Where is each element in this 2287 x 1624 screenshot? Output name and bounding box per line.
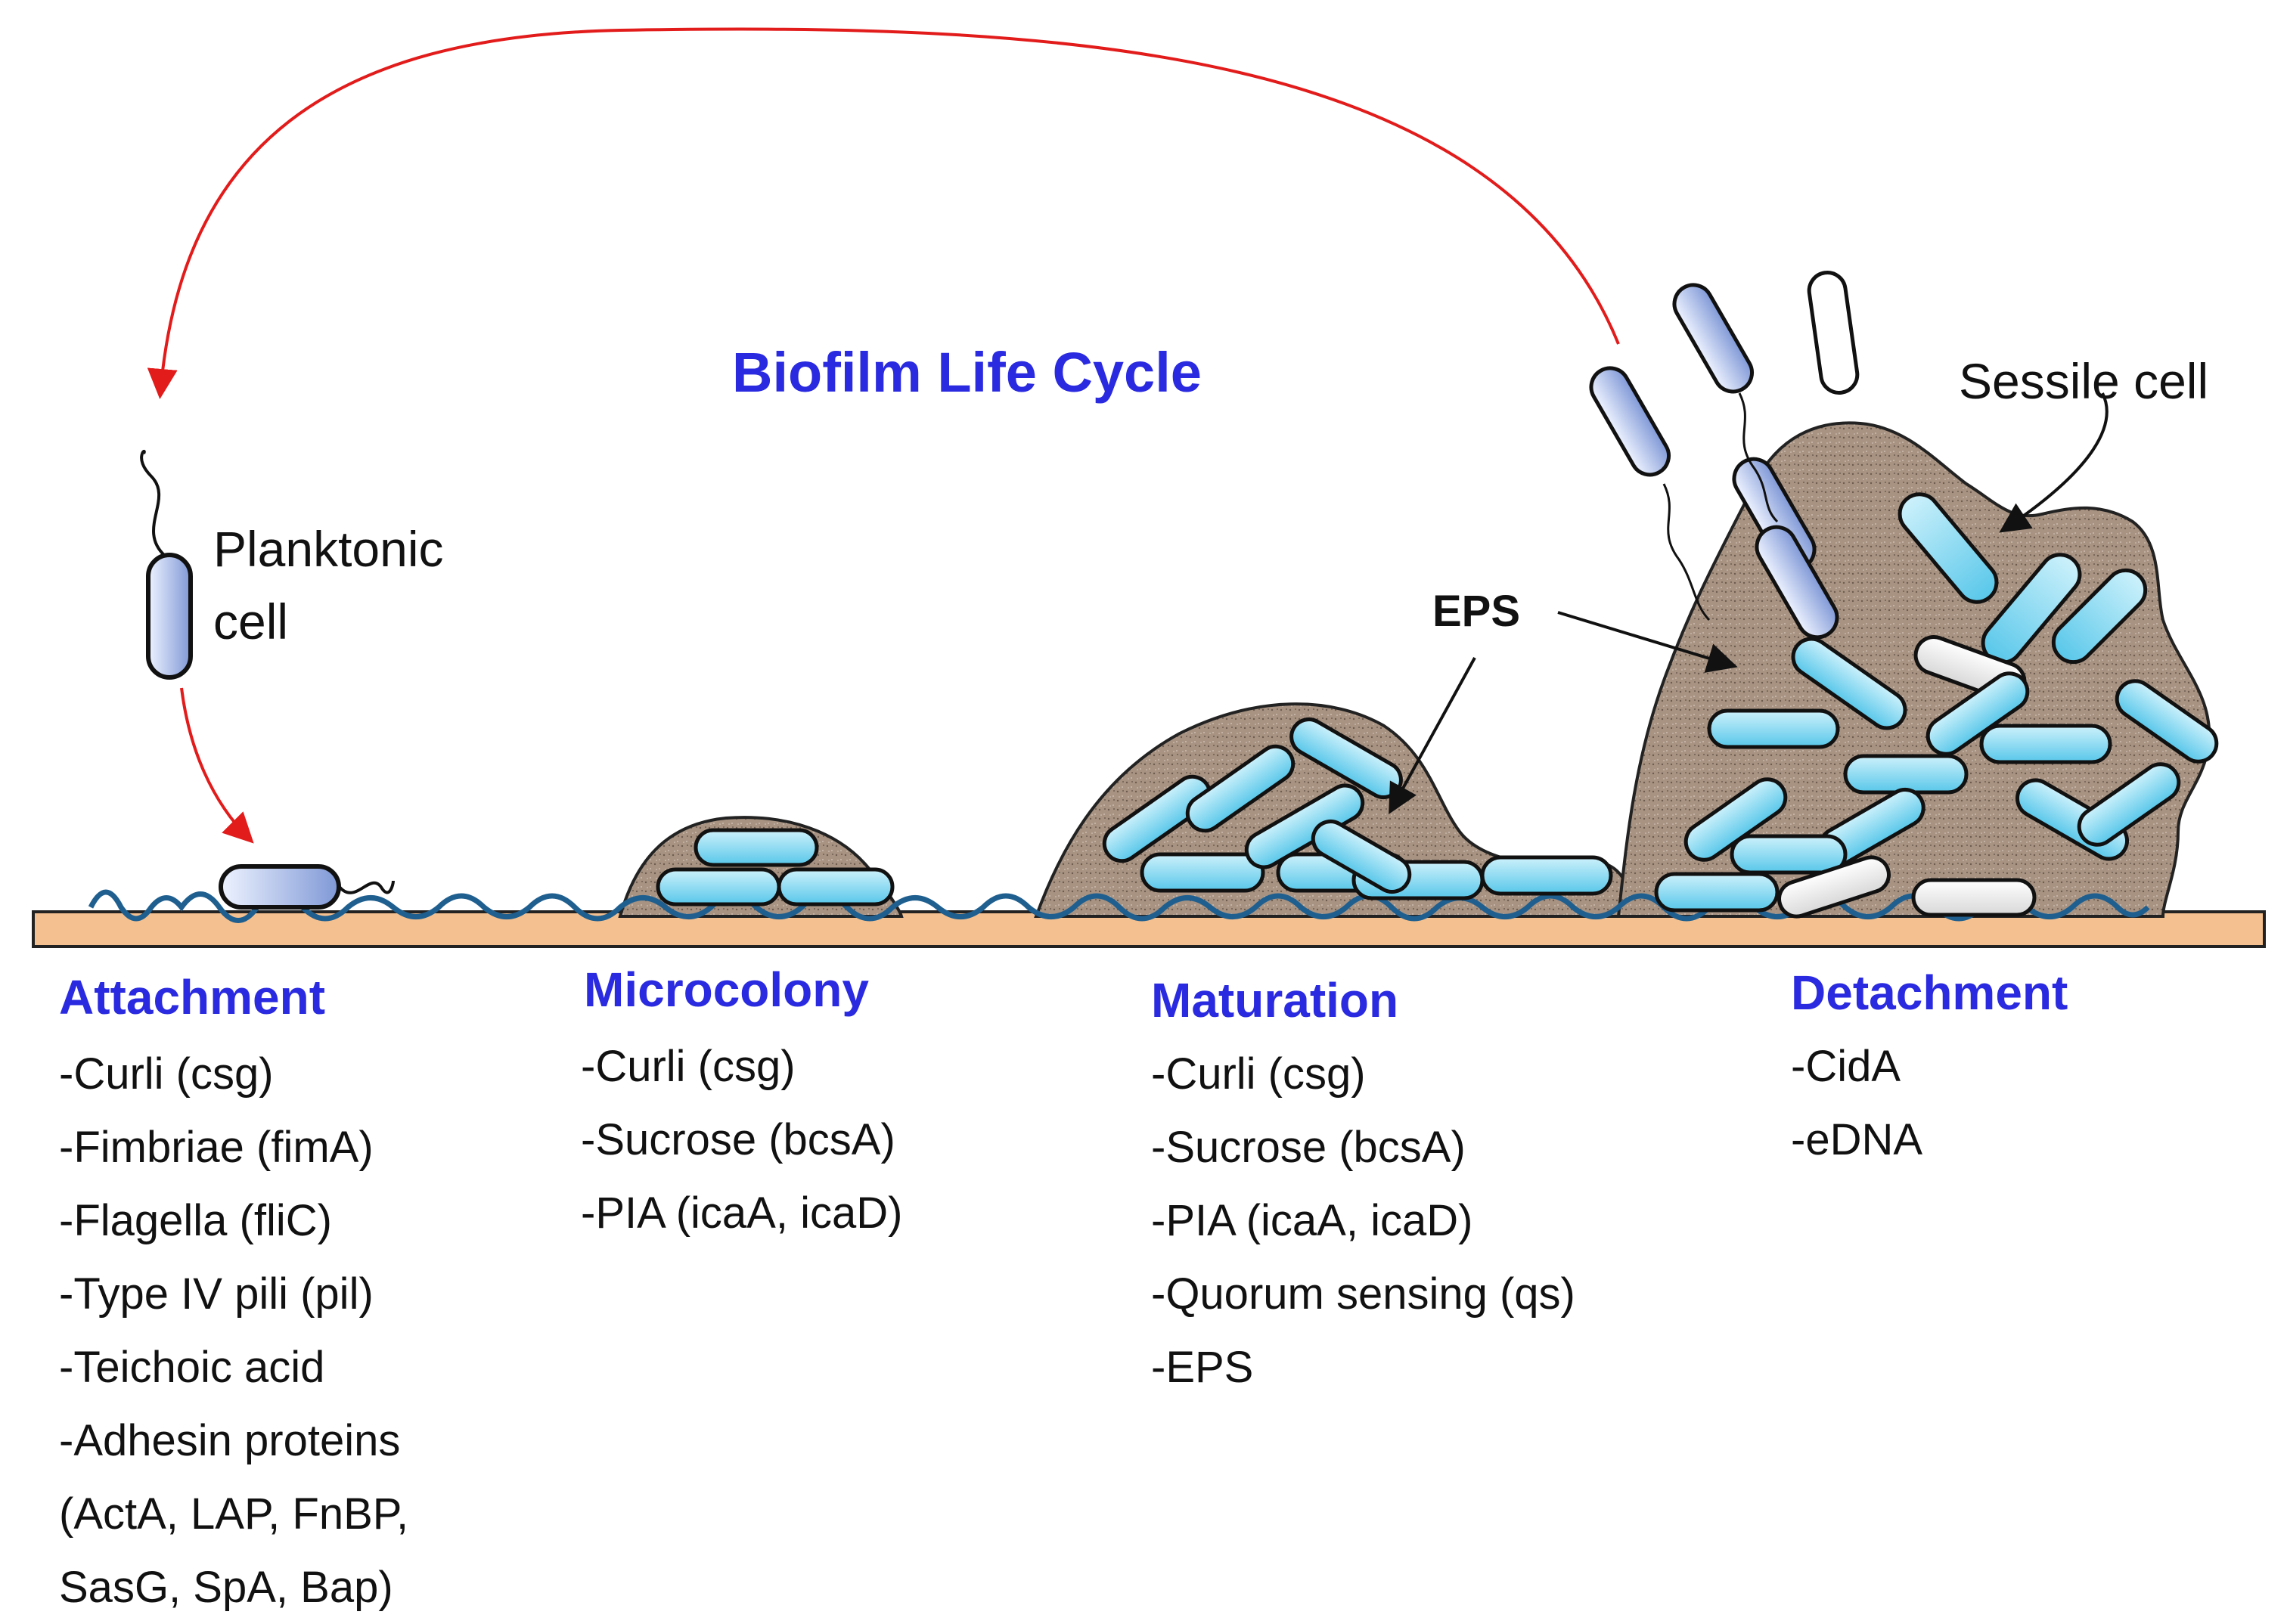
detachment-cell — [1979, 724, 2112, 764]
stage-heading-attachment: Attachment — [59, 970, 326, 1024]
stage-item: -Sucrose (bcsA) — [581, 1115, 895, 1164]
sessile-pointer — [1999, 392, 2109, 533]
detachment-cell — [1730, 834, 1848, 875]
detachment-cell — [1654, 872, 1780, 913]
stage-heading-maturation: Maturation — [1151, 973, 1399, 1027]
planktonic-cell — [146, 553, 193, 680]
cycle-arrow — [147, 27, 1620, 399]
stage-heading-detachment: Detachment — [1791, 965, 2068, 1020]
sessile-label: Sessile cell — [1959, 353, 2209, 409]
detaching-flagellum — [1662, 483, 1711, 621]
detachment-cell — [1755, 525, 1839, 640]
detachment-cell — [2077, 762, 2181, 847]
stage-item: -Flagella (fliC) — [59, 1196, 332, 1245]
diagram-title: Biofilm Life Cycle — [732, 341, 1202, 404]
detachment-cell — [2115, 679, 2219, 764]
detaching-cells — [1589, 271, 1860, 621]
planktonic-label-line1: Planktonic — [213, 521, 444, 577]
stage-list-microcolony: -Curli (csg) -Sucrose (bcsA) -PIA (icaA,… — [581, 1030, 902, 1250]
microcolony-cell — [777, 867, 895, 907]
stage-list-detachment: -CidA -eDNA — [1791, 1030, 1922, 1176]
stage-item: -PIA (icaA, icaD) — [1151, 1196, 1473, 1245]
stage-item: -Curli (csg) — [1151, 1049, 1366, 1099]
detachment-cell — [1791, 637, 1907, 730]
microcolony-cells — [656, 828, 895, 907]
stage-item: -Sucrose (bcsA) — [1151, 1123, 1466, 1172]
maturation-cell — [1102, 774, 1212, 863]
microcolony-cell — [694, 828, 819, 867]
planktonic-label: Planktonic cell — [213, 513, 444, 658]
stage-item: -CidA — [1791, 1042, 1901, 1091]
stage-item: -Adhesin proteins — [59, 1416, 401, 1465]
maturation-cell — [1311, 820, 1412, 894]
stage-item: -PIA (icaA, icaD) — [581, 1189, 903, 1238]
stage-item: -Fimbriae (fimA) — [59, 1123, 374, 1172]
stage-item: -Teichoic acid — [59, 1343, 325, 1392]
stage-list-maturation: -Curli (csg) -Sucrose (bcsA) -PIA (icaA,… — [1151, 1037, 1575, 1404]
maturation-cell — [1140, 852, 1265, 893]
eps-pointer-down — [1389, 657, 1476, 815]
detachment-cell — [1683, 777, 1788, 862]
stage-item: -eDNA — [1791, 1115, 1923, 1164]
stage-item: SasG, SpA, Bap) — [59, 1563, 393, 1612]
planktonic-flagellum — [140, 449, 166, 557]
stage-item: -EPS — [1151, 1343, 1254, 1392]
detachment-cell — [1707, 708, 1840, 749]
stage-item: -Curli (csg) — [581, 1042, 796, 1091]
maturation-cell — [1185, 744, 1296, 833]
maturation-cells — [1102, 717, 1613, 900]
microcolony-cell — [656, 867, 781, 907]
detachment-cell — [2051, 568, 2148, 665]
maturation-cell — [1480, 855, 1613, 896]
detaching-cell — [1807, 271, 1860, 395]
eps-pointer-right — [1557, 611, 1738, 673]
planktonic-label-line2: cell — [213, 594, 289, 649]
attached-cell — [219, 864, 341, 910]
stage-list-attachment: -Curli (csg) -Fimbriae (fimA) -Flagella … — [59, 1037, 408, 1624]
detachment-cells — [1654, 457, 2219, 919]
stage-item: -Type IV pili (pil) — [59, 1269, 374, 1319]
attach-arrow — [180, 687, 254, 844]
detachment-cell — [1777, 855, 1891, 919]
eps-label: EPS — [1432, 587, 1521, 636]
stage-item: -Curli (csg) — [59, 1049, 274, 1099]
attached-flagellum — [337, 880, 395, 894]
stage-item: (ActA, LAP, FnBP, — [59, 1489, 409, 1539]
detaching-flagellum — [1738, 392, 1779, 523]
stage-item: -Quorum sensing (qs) — [1151, 1269, 1575, 1319]
detachment-cell — [1911, 878, 2037, 917]
stage-heading-microcolony: Microcolony — [584, 962, 869, 1017]
detaching-cell — [1589, 366, 1671, 477]
detachment-cell — [1898, 492, 1999, 604]
detachment-cell — [1843, 754, 1969, 795]
detachment-cell — [1925, 671, 2030, 756]
detaching-cell — [1672, 283, 1754, 394]
